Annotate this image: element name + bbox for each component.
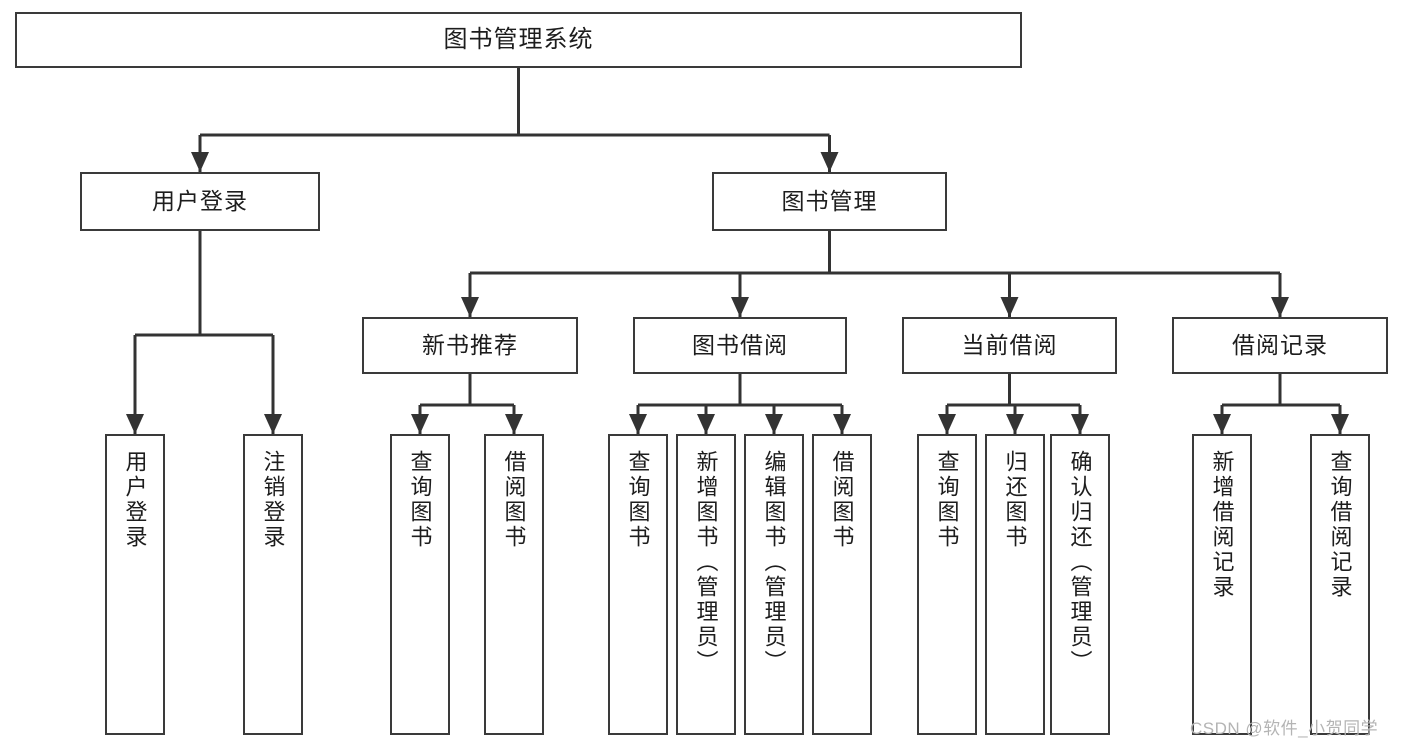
node-label: 查询图书 xyxy=(934,450,960,550)
leaf-query-book-2[interactable]: 查询图书 xyxy=(608,434,668,735)
node-borrow-record[interactable]: 借阅记录 xyxy=(1172,317,1388,374)
node-label: 新增图书（管理员） xyxy=(693,450,719,675)
node-root-system[interactable]: 图书管理系统 xyxy=(15,12,1022,68)
node-label: 用户登录 xyxy=(152,187,248,214)
node-label: 注销登录 xyxy=(260,450,286,550)
node-label: 查询借阅记录 xyxy=(1327,450,1353,600)
node-new-book-recommend[interactable]: 新书推荐 xyxy=(362,317,578,374)
node-book-management[interactable]: 图书管理 xyxy=(712,172,947,231)
node-label: 图书借阅 xyxy=(692,331,788,358)
node-label: 新增借阅记录 xyxy=(1209,450,1235,600)
csdn-watermark: CSDN @软件_小贺同学 xyxy=(1190,719,1379,738)
node-label: 用户登录 xyxy=(122,450,148,550)
node-label: 编辑图书（管理员） xyxy=(761,450,787,675)
leaf-edit-book[interactable]: 编辑图书（管理员） xyxy=(744,434,804,735)
node-book-borrow[interactable]: 图书借阅 xyxy=(633,317,847,374)
leaf-query-book-1[interactable]: 查询图书 xyxy=(390,434,450,735)
node-label: 图书管理 xyxy=(781,187,878,214)
leaf-confirm-return[interactable]: 确认归还（管理员） xyxy=(1050,434,1110,735)
node-label: 归还图书 xyxy=(1002,450,1028,550)
leaf-return-book[interactable]: 归还图书 xyxy=(985,434,1045,735)
node-label: 查询图书 xyxy=(625,450,651,550)
leaf-user-login[interactable]: 用户登录 xyxy=(105,434,165,735)
node-label: 当前借阅 xyxy=(961,331,1058,358)
node-label: 确认归还（管理员） xyxy=(1067,450,1093,675)
leaf-query-book-3[interactable]: 查询图书 xyxy=(917,434,977,735)
leaf-borrow-book-2[interactable]: 借阅图书 xyxy=(812,434,872,735)
node-label: 查询图书 xyxy=(407,450,433,550)
leaf-borrow-book-1[interactable]: 借阅图书 xyxy=(484,434,544,735)
leaf-add-borrow-record[interactable]: 新增借阅记录 xyxy=(1192,434,1252,735)
leaf-add-book[interactable]: 新增图书（管理员） xyxy=(676,434,736,735)
node-label: 借阅图书 xyxy=(829,450,855,550)
node-label: 新书推荐 xyxy=(422,331,518,358)
node-label: 图书管理系统 xyxy=(443,25,594,53)
node-label: 借阅图书 xyxy=(501,450,527,550)
node-label: 借阅记录 xyxy=(1232,331,1328,358)
leaf-logout[interactable]: 注销登录 xyxy=(243,434,303,735)
leaf-query-borrow-record[interactable]: 查询借阅记录 xyxy=(1310,434,1370,735)
node-user-login[interactable]: 用户登录 xyxy=(80,172,320,231)
node-current-borrow[interactable]: 当前借阅 xyxy=(902,317,1117,374)
